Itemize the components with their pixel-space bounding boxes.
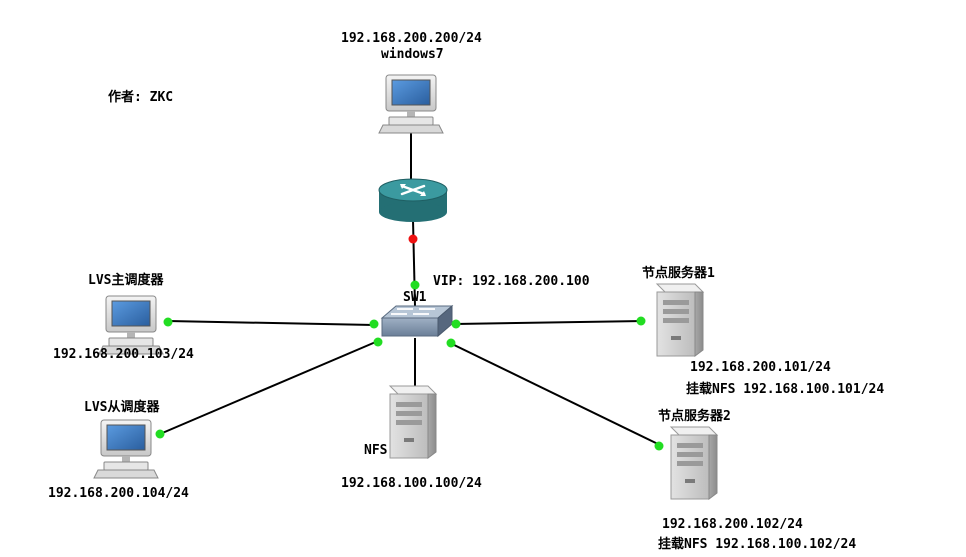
router-icon[interactable] (378, 178, 448, 222)
link-node2-switch (449, 342, 661, 446)
link-up-dot (410, 280, 420, 290)
link-up-dot (163, 317, 173, 327)
link-up-dot (654, 441, 664, 451)
lvs-master-ip-label: 192.168.200.103/24 (53, 347, 194, 362)
nfs-ip-label: 192.168.100.100/24 (341, 476, 482, 491)
node2-name-label: 节点服务器2 (658, 408, 731, 424)
link-node1-switch (454, 320, 643, 325)
switch-name-label: SW1 (403, 290, 427, 305)
links (159, 130, 661, 446)
windows7-pc-icon[interactable] (378, 74, 444, 134)
node1-ip-label: 192.168.200.101/24 (690, 360, 831, 375)
windows7-name-label: windows7 (381, 47, 444, 62)
link-up-dot (155, 429, 165, 439)
nfs-name-label: NFS (364, 443, 388, 458)
link-up-dot (369, 319, 379, 329)
node2-server-icon[interactable] (670, 426, 718, 500)
lvs-master-pc-icon[interactable] (98, 295, 164, 355)
link-router-switch (412, 219, 416, 307)
lvs-backup-pc-icon[interactable] (93, 419, 159, 479)
vip-label: VIP: 192.168.200.100 (433, 274, 590, 289)
link-lvs-backup-switch (159, 340, 379, 435)
link-up-dot (451, 319, 461, 329)
windows7-ip-label: 192.168.200.200/24 (341, 31, 482, 46)
link-up-dot (373, 337, 383, 347)
node2-ip-label: 192.168.200.102/24 (662, 517, 803, 532)
node2-mount-label: 挂载NFS 192.168.100.102/24 (658, 536, 856, 552)
nfs-server-icon[interactable] (389, 385, 437, 459)
node1-server-icon[interactable] (656, 283, 704, 357)
lvs-master-name-label: LVS主调度器 (88, 272, 164, 288)
node1-mount-label: 挂载NFS 192.168.100.101/24 (686, 381, 884, 397)
link-lvs-master-switch (167, 320, 375, 326)
switch-sw1-icon[interactable] (380, 304, 454, 338)
lvs-backup-name-label: LVS从调度器 (84, 399, 160, 415)
link-up-dot (636, 316, 646, 326)
lvs-backup-ip-label: 192.168.200.104/24 (48, 486, 189, 501)
node1-name-label: 节点服务器1 (642, 265, 715, 281)
link-status-dots (155, 234, 664, 451)
link-up-dot (446, 338, 456, 348)
author-label: 作者: ZKC (108, 89, 173, 105)
link-down-dot (408, 234, 418, 244)
